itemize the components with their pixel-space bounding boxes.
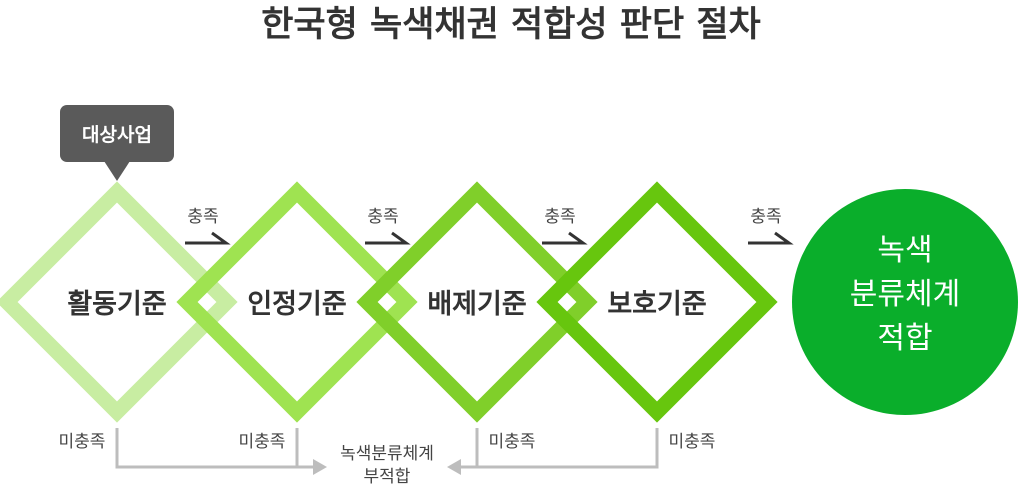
pass-transitions: 충족 충족 충족 충족 bbox=[185, 207, 794, 245]
connector-arrowhead-left bbox=[447, 459, 461, 475]
pass-label: 충족 bbox=[750, 207, 781, 227]
connector-line bbox=[115, 428, 315, 469]
criterion-diamond-exclusion bbox=[356, 181, 598, 423]
pass-arrow-icon bbox=[185, 231, 231, 245]
pass-arrow-icon bbox=[542, 231, 588, 245]
pass-arrow-icon bbox=[748, 231, 794, 245]
result-pass-line: 분류체계 bbox=[850, 277, 960, 312]
result-pass-circle bbox=[792, 189, 1018, 415]
result-pass: 녹색 분류체계 적합 bbox=[792, 189, 1018, 415]
pass-label: 충족 bbox=[367, 207, 398, 227]
badge-bubble bbox=[60, 105, 174, 162]
result-pass-line: 녹색 bbox=[877, 233, 932, 268]
criterion-label-exclusion: 배제기준 bbox=[427, 289, 526, 320]
fail-label: 미충족 bbox=[669, 432, 716, 452]
diagram-title: 한국형 녹색채권 적합성 판단 절차 bbox=[261, 5, 761, 45]
fail-label: 미충족 bbox=[489, 432, 536, 452]
connector-line bbox=[295, 428, 315, 469]
fail-label: 미충족 bbox=[239, 432, 286, 452]
target-project-badge: 대상사업 bbox=[60, 105, 174, 181]
criterion-diamond-activity bbox=[0, 181, 238, 423]
pass-arrow-icon bbox=[365, 231, 411, 245]
badge-label: 대상사업 bbox=[82, 124, 152, 146]
fail-label: 미충족 bbox=[59, 432, 106, 452]
pass-label: 충족 bbox=[187, 207, 218, 227]
criterion-diamond-protection bbox=[536, 181, 778, 423]
result-fail-line: 부적합 bbox=[364, 467, 411, 487]
result-pass-line: 적합 bbox=[877, 321, 932, 356]
criterion-label-activity: 활동기준 bbox=[67, 289, 166, 320]
criterion-diamond-recognition bbox=[176, 181, 418, 423]
criterion-label-recognition: 인정기준 bbox=[247, 289, 346, 320]
connector-line bbox=[460, 428, 659, 469]
result-fail-line: 녹색분류체계 bbox=[340, 444, 434, 464]
fail-connectors bbox=[115, 428, 659, 475]
connector-arrowhead-right bbox=[313, 459, 327, 475]
criteria-diamonds bbox=[0, 181, 778, 423]
pass-label: 충족 bbox=[544, 207, 575, 227]
criterion-label-protection: 보호기준 bbox=[607, 289, 706, 320]
badge-pointer bbox=[104, 161, 130, 181]
connector-line bbox=[460, 428, 479, 469]
